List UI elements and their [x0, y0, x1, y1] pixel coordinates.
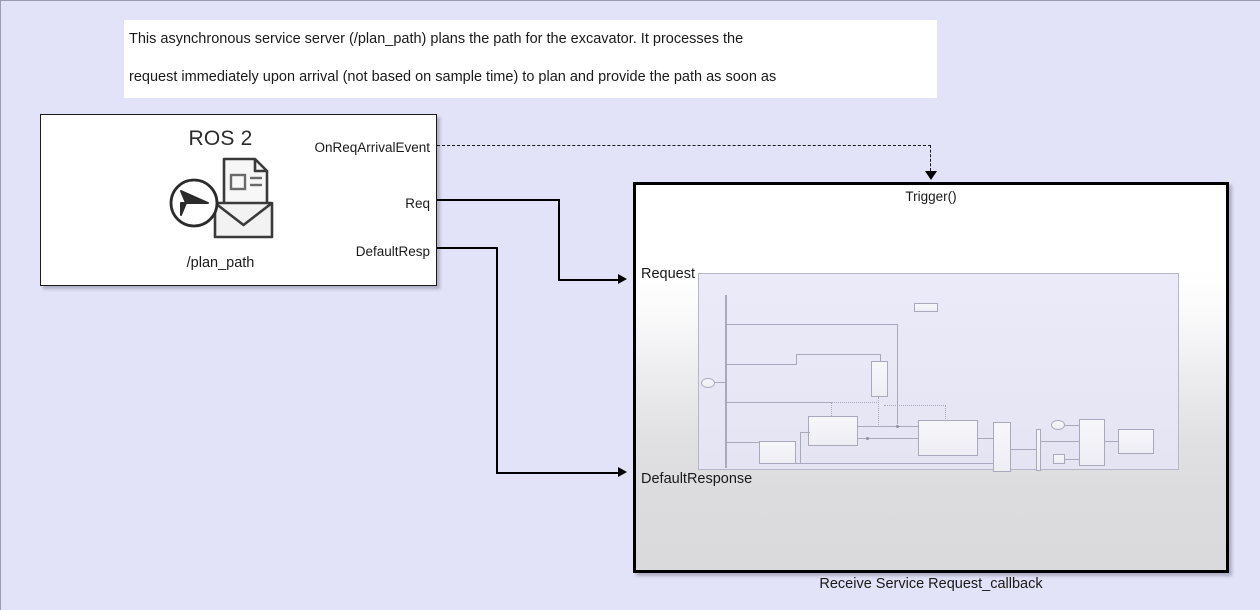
- req-wire-seg2: [558, 199, 560, 280]
- thumb-dotted-v1: [831, 402, 832, 416]
- thumb-wire-h1: [726, 324, 898, 325]
- req-wire-seg1: [437, 199, 559, 201]
- annotation-line-1: This asynchronous service server (/plan_…: [129, 31, 744, 47]
- thumb-inport-circle: [701, 378, 715, 388]
- defaultresponse-arrowhead: [618, 467, 627, 477]
- thumb-wire-h7: [858, 438, 918, 439]
- trigger-port-label: Trigger(): [905, 189, 957, 204]
- thumb-circle-port-2: [1051, 420, 1065, 430]
- thumb-wire-h9: [796, 463, 982, 464]
- thumb-wire-v1: [897, 324, 898, 424]
- defresp-wire-seg2: [496, 247, 498, 473]
- port-label-defaultresp: DefaultResp: [355, 244, 430, 259]
- thumb-bus-bar: [725, 295, 727, 468]
- thumb-block-mid-1: [808, 416, 858, 446]
- subsystem-input-label-request: Request: [641, 266, 696, 282]
- thumb-block-mid-2: [918, 420, 978, 456]
- thumb-block-right-2: [1118, 429, 1154, 454]
- event-wire-horizontal: [437, 145, 931, 146]
- thumb-wire-h14: [1041, 441, 1080, 442]
- ros2-service-block[interactable]: ROS 2 /plan_path OnReqArrivalEvent Req D…: [40, 114, 437, 286]
- request-arrowhead: [618, 274, 627, 284]
- defresp-wire-seg1: [437, 247, 497, 249]
- thumb-wire-h11: [982, 463, 994, 464]
- thumb-wire-h3: [796, 354, 881, 355]
- thumb-wire-h12: [1011, 449, 1037, 450]
- thumb-junction-2: [866, 437, 869, 440]
- subsystem-input-label-defaultresponse: DefaultResponse: [641, 471, 753, 487]
- thumb-block-tall-1: [871, 361, 888, 397]
- thumb-block-mid-small: [759, 441, 796, 464]
- thumb-wire-h10: [978, 438, 994, 439]
- thumb-wire-v2: [796, 354, 797, 365]
- thumb-junction-1: [896, 425, 899, 428]
- defresp-wire-seg3: [496, 472, 618, 474]
- thumb-block-top-small: [914, 303, 938, 312]
- thumb-block-tall-2: [993, 422, 1011, 472]
- port-label-onreqarrivalevent: OnReqArrivalEvent: [314, 140, 430, 155]
- trigger-arrowhead: [925, 171, 937, 180]
- thumb-block-right-1: [1079, 419, 1105, 466]
- annotation-textbox[interactable]: This asynchronous service server (/plan_…: [124, 20, 937, 98]
- thumb-dotted-h2: [884, 405, 946, 406]
- thumb-dotted-v2: [878, 397, 879, 425]
- thumb-wire-h16: [1105, 441, 1119, 442]
- thumb-wire-h6: [858, 426, 918, 427]
- thumb-block-bar: [1036, 429, 1041, 471]
- thumb-wire-h4: [726, 402, 832, 403]
- thumb-wire-v3: [880, 354, 881, 366]
- ros-block-title: ROS 2: [188, 127, 253, 150]
- thumb-wire-h15: [1065, 459, 1080, 460]
- thumb-wire-h2: [726, 364, 797, 365]
- port-label-req: Req: [405, 196, 430, 211]
- req-wire-seg3: [558, 279, 618, 281]
- ros-service-name-label: /plan_path: [186, 255, 255, 271]
- thumb-wire-h5: [726, 442, 759, 443]
- thumb-dotted-h1: [831, 402, 879, 403]
- annotation-line-2: request immediately upon arrival (not ba…: [129, 69, 777, 85]
- thumb-wire-h8: [800, 432, 810, 433]
- subsystem-contents-thumbnail: [698, 273, 1179, 472]
- thumb-wire-v4: [800, 432, 801, 464]
- ros2-service-envelope-icon: [167, 153, 279, 243]
- thumb-block-tiny: [1053, 454, 1065, 464]
- subsystem-caption: Receive Service Request_callback: [819, 576, 1043, 592]
- event-wire-vertical: [930, 145, 931, 171]
- receive-service-request-callback-subsystem[interactable]: Trigger() Request DefaultResponse: [633, 182, 1229, 573]
- thumb-inport-wire: [715, 382, 727, 383]
- thumb-wire-h13: [1065, 425, 1080, 426]
- thumb-dotted-v3: [945, 405, 946, 425]
